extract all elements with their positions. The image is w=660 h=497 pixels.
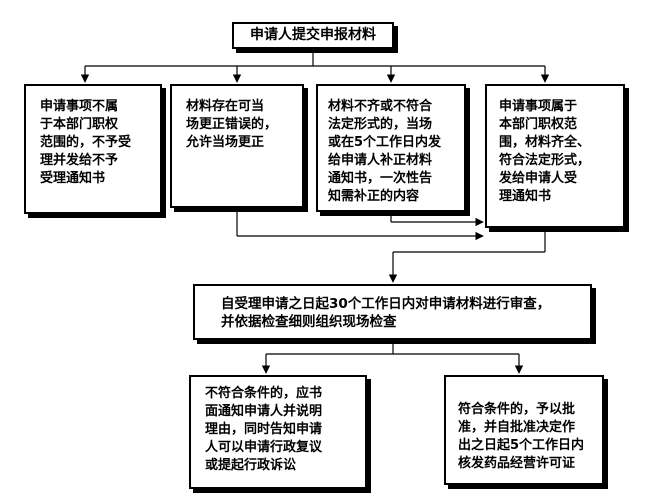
start-node-label: 申请人提交申报材料 bbox=[250, 27, 376, 43]
branch-text-line: 申请事项属于 bbox=[499, 99, 578, 114]
branch-text-line: 本部门职权范 bbox=[499, 117, 578, 132]
review-node: 自受理申请之日起30个工作日内对申请材料进行审查， 并依据检查细则组织现场检查 bbox=[193, 284, 592, 340]
branch-text-line: 符合法定形式， bbox=[499, 153, 591, 168]
outcome-text-line: 核发药品经营许可证 bbox=[458, 456, 576, 471]
outcome-text-line: 出之日起5个工作日内 bbox=[458, 438, 585, 453]
branch-text-line: 通知书，一次性告 bbox=[328, 171, 433, 186]
branch-text-line: 场更正错误的， bbox=[186, 117, 278, 132]
branch-correct-on-site: 材料存在可当 场更正错误的， 允许当场更正 bbox=[170, 84, 304, 208]
branch-text-line: 申请事项不属 bbox=[40, 99, 119, 114]
branch-text-line: 于本部门职权 bbox=[40, 117, 119, 132]
outcome-text-line: 人可以申请行政复议 bbox=[205, 440, 323, 455]
branch-text-line: 知需补正的内容 bbox=[328, 189, 420, 204]
branch-text-line: 受理通知书 bbox=[40, 171, 106, 186]
branch-text-line: 允许当场更正 bbox=[186, 135, 265, 150]
outcome-text-line: 面通知申请人并说明 bbox=[205, 404, 323, 419]
outcome-text-line: 或提起行政诉讼 bbox=[205, 458, 297, 473]
outcome-approved: 符合条件的，予以批 准，并自批准决定作 出之日起5个工作日内 核发药品经营许可证 bbox=[444, 375, 604, 485]
branch-accepted: 申请事项属于 本部门职权范 围，材料齐全、 符合法定形式， 发给申请人受 理通知… bbox=[485, 84, 625, 228]
branch-incomplete-materials: 材料不齐或不符合 法定形式的，当场 或在5个工作日内发 给申请人补正材料 通知书… bbox=[316, 84, 466, 212]
outcome-text-line: 不符合条件的，应书 bbox=[205, 386, 323, 401]
review-text-line: 自受理申请之日起30个工作日内对申请材料进行审查， bbox=[221, 296, 551, 312]
branch-text-line: 范围的，不予受 bbox=[40, 135, 132, 150]
outcome-rejected: 不符合条件的，应书 面通知申请人并说明 理由，同时告知申请 人可以申请行政复议 … bbox=[189, 375, 367, 489]
branch-text-line: 围，材料齐全、 bbox=[499, 135, 591, 150]
branch-text-line: 给申请人补正材料 bbox=[328, 153, 433, 168]
branch-text-line: 法定形式的，当场 bbox=[328, 117, 433, 132]
branch-text-line: 理并发给不予 bbox=[40, 153, 119, 168]
start-node: 申请人提交申报材料 bbox=[232, 22, 394, 49]
branch-text-line: 或在5个工作日内发 bbox=[328, 135, 442, 150]
branch-not-in-scope: 申请事项不属 于本部门职权 范围的，不予受 理并发给不予 受理通知书 bbox=[24, 84, 162, 214]
review-text-line: 并依据检查细则组织现场检查 bbox=[221, 314, 397, 330]
branch-text-line: 理通知书 bbox=[499, 189, 552, 204]
outcome-text-line: 符合条件的，予以批 bbox=[458, 402, 576, 417]
branch-text-line: 发给申请人受 bbox=[499, 171, 578, 186]
branch-text-line: 材料不齐或不符合 bbox=[328, 99, 433, 114]
outcome-text-line: 准，并自批准决定作 bbox=[458, 420, 576, 435]
outcome-text-line: 理由，同时告知申请 bbox=[205, 422, 323, 437]
branch-text-line: 材料存在可当 bbox=[186, 99, 265, 114]
